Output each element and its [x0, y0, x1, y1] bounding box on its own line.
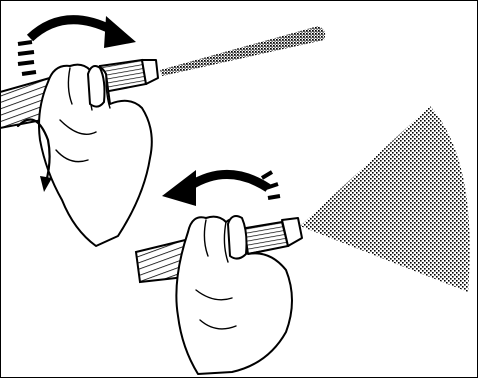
motion-lines-bottom: [260, 170, 281, 200]
thumb-bottom: [227, 215, 248, 260]
hand-bottom: [175, 215, 293, 375]
motion-lines-top: [17, 40, 37, 76]
hand-top: [38, 63, 153, 247]
narrow-spray-stream: [160, 26, 326, 76]
panel-wide-spray: [134, 106, 470, 375]
rotate-clockwise-arrow: [26, 15, 115, 42]
thumb-top: [87, 65, 106, 108]
nozzle-tip-top: [141, 59, 159, 85]
wrist-rotation-arrow: [16, 118, 51, 184]
nozzle-tip-bottom: [281, 217, 303, 247]
wide-spray-fan: [300, 106, 470, 292]
panel-narrow-stream: [0, 15, 326, 247]
rotate-counterclockwise-arrow: [187, 170, 271, 192]
